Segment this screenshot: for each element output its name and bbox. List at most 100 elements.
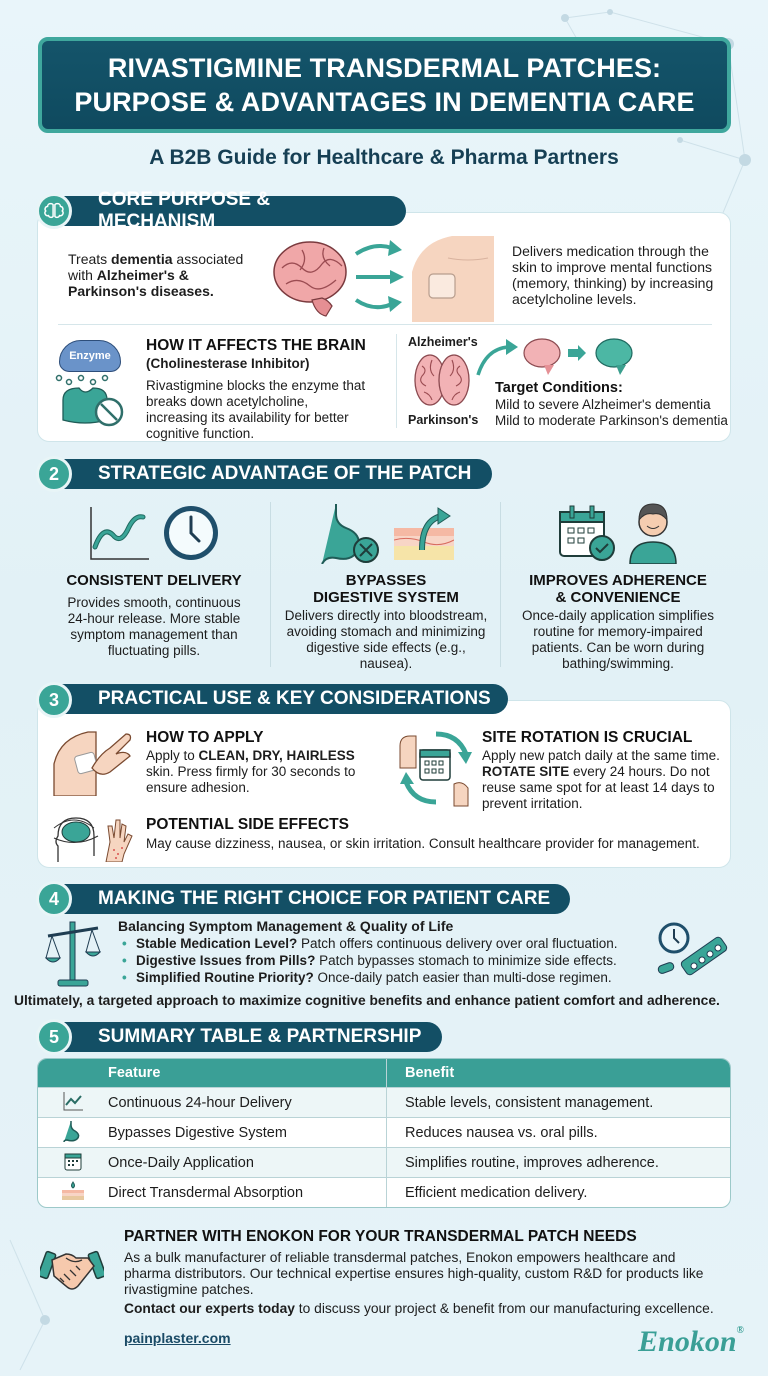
arrow-icon bbox=[354, 244, 393, 310]
rotation-bold: ROTATE SITE bbox=[482, 764, 570, 779]
choice-bullet-list: Stable Medication Level? Patch offers co… bbox=[118, 935, 638, 986]
advantage-consistent-delivery: CONSISTENT DELIVERY Provides smooth, con… bbox=[40, 500, 268, 659]
table-row: Bypasses Digestive System Reduces nausea… bbox=[38, 1117, 730, 1147]
brain-progression-icon bbox=[476, 338, 633, 376]
brain-effect-heading: HOW IT AFFECTS THE BRAIN bbox=[146, 337, 366, 354]
delivers-description: Delivers medication through the skin to … bbox=[512, 243, 714, 307]
bullet-3-text: Once-daily patch easier than multi-dose … bbox=[313, 970, 612, 985]
advantage-bypasses-digestive: BYPASSES DIGESTIVE SYSTEM Delivers direc… bbox=[272, 500, 500, 672]
logo-text: Enokon bbox=[638, 1325, 737, 1358]
bullet-2-text: Patch bypasses stomach to minimize side … bbox=[315, 953, 617, 968]
benefit-cell: Reduces nausea vs. oral pills. bbox=[386, 1117, 730, 1147]
apply-suffix: skin. Press firmly for 30 seconds to ens… bbox=[146, 764, 356, 795]
stomach-x-icon bbox=[321, 504, 379, 564]
calendar-check-icon bbox=[559, 505, 615, 561]
enzyme-inhibitor-icon: Enzyme bbox=[55, 338, 135, 430]
side-effects-text: May cause dizziness, nausea, or skin irr… bbox=[146, 836, 700, 851]
site-rotation-icon bbox=[399, 731, 472, 807]
how-to-apply-text: Apply to CLEAN, DRY, HAIRLESS skin. Pres… bbox=[146, 748, 366, 796]
benefit-cell: Simplifies routine, improves adherence. bbox=[386, 1147, 730, 1177]
summary-table: Feature Benefit Continuous 24-hour Deliv… bbox=[37, 1058, 731, 1208]
advantage-adherence: IMPROVES ADHERENCE & CONVENIENCE Once-da… bbox=[504, 500, 732, 672]
page-title-line-1: RIVASTIGMINE TRANSDERMAL PATCHES: bbox=[107, 53, 662, 83]
handshake-icon bbox=[40, 1250, 104, 1290]
section-5-title: SUMMARY TABLE & PARTNERSHIP bbox=[98, 1026, 422, 1047]
partner-cta: Contact our experts today to discuss you… bbox=[124, 1301, 754, 1317]
table-row: Continuous 24-hour Delivery Stable level… bbox=[38, 1087, 730, 1117]
partner-cta-bold: Contact our experts today bbox=[124, 1301, 295, 1316]
section-3-badge: 3 bbox=[36, 682, 72, 718]
page-title-line-2: PURPOSE & ADVANTAGES IN DEMENTIA CARE bbox=[74, 87, 695, 117]
treats-bold-diseases: Alzheimer's & Parkinson's diseases. bbox=[68, 267, 214, 299]
clock-icon bbox=[164, 506, 218, 560]
logo-registered-mark: ® bbox=[736, 1325, 744, 1336]
brain-icon bbox=[273, 241, 347, 317]
section-practical-use-card bbox=[37, 700, 731, 868]
side-effects-dizzy-head-icon bbox=[53, 817, 133, 862]
brain-to-patch-illustration bbox=[273, 236, 494, 322]
adherence-text: Once-daily application simplifies routin… bbox=[521, 608, 715, 671]
table-icon-cell bbox=[38, 1147, 108, 1177]
consistent-delivery-text: Provides smooth, continuous 24-hour rele… bbox=[67, 595, 241, 658]
table-icon-cell bbox=[38, 1087, 108, 1117]
section-1-title: CORE PURPOSE & MECHANISM bbox=[98, 189, 271, 232]
target-condition-alzheimers: Mild to severe Alzheimer's dementia bbox=[495, 397, 711, 412]
bullet-2-bold: Digestive Issues from Pills? bbox=[136, 953, 316, 968]
website-link[interactable]: painplaster.com bbox=[124, 1330, 231, 1346]
label-alzheimers: Alzheimer's bbox=[408, 335, 478, 349]
bullet-1-bold: Stable Medication Level? bbox=[136, 936, 298, 951]
choice-conclusion: Ultimately, a targeted approach to maxim… bbox=[14, 993, 720, 1008]
rotation-suffix: every 24 hours. Do not reuse same spot f… bbox=[482, 764, 715, 811]
treats-description: Treats dementia associated with Alzheime… bbox=[68, 251, 268, 299]
line-chart-icon bbox=[90, 507, 149, 560]
section-5-badge: 5 bbox=[36, 1019, 72, 1055]
page-title-banner: RIVASTIGMINE TRANSDERMAL PATCHES: PURPOS… bbox=[38, 37, 731, 133]
site-rotation-heading: SITE ROTATION IS CRUCIAL bbox=[482, 729, 693, 746]
clock-and-pills-icon bbox=[657, 922, 728, 976]
consistent-delivery-heading: CONSISTENT DELIVERY bbox=[66, 572, 242, 589]
feature-cell: Direct Transdermal Absorption bbox=[108, 1177, 386, 1207]
bullet-digestive-issues: Digestive Issues from Pills? Patch bypas… bbox=[118, 952, 638, 969]
shoulder-patch-icon bbox=[412, 236, 494, 322]
section-1-vertical-divider bbox=[396, 334, 397, 428]
bullet-simplified-routine: Simplified Routine Priority? Once-daily … bbox=[118, 969, 638, 986]
bypasses-digestive-heading: BYPASSES DIGESTIVE SYSTEM bbox=[313, 572, 459, 606]
enzyme-label: Enzyme bbox=[69, 350, 111, 362]
partner-heading: PARTNER WITH ENOKON FOR YOUR TRANSDERMAL… bbox=[124, 1228, 637, 1245]
header-icon-cell bbox=[38, 1059, 108, 1087]
patient-icon bbox=[629, 503, 677, 564]
benefit-cell: Stable levels, consistent management. bbox=[386, 1087, 730, 1117]
advantage-divider-1 bbox=[270, 502, 271, 667]
target-conditions-heading: Target Conditions: bbox=[495, 380, 623, 396]
apply-prefix: Apply to bbox=[146, 748, 199, 763]
header-feature: Feature bbox=[108, 1059, 386, 1087]
section-1-divider bbox=[58, 324, 712, 325]
section-2-header: STRATEGIC ADVANTAGE OF THE PATCH bbox=[50, 459, 492, 489]
section-4-badge: 4 bbox=[36, 881, 72, 917]
site-rotation-line1: Apply new patch daily at the same time. bbox=[482, 748, 720, 763]
page-subtitle: A B2B Guide for Healthcare & Pharma Part… bbox=[149, 146, 619, 169]
section-1-header: CORE PURPOSE & MECHANISM bbox=[50, 189, 406, 232]
section-3-header: PRACTICAL USE & KEY CONSIDERATIONS bbox=[50, 684, 508, 714]
enzyme-label-bubble: Enzyme bbox=[59, 340, 121, 372]
skin-layer-icon bbox=[62, 1180, 84, 1200]
section-4-title: MAKING THE RIGHT CHOICE FOR PATIENT CARE bbox=[98, 888, 551, 909]
apply-patch-shoulder-icon bbox=[53, 731, 132, 796]
section-5-header: SUMMARY TABLE & PARTNERSHIP bbox=[50, 1022, 442, 1052]
section-2-badge: 2 bbox=[36, 456, 72, 492]
treats-bold-dementia: dementia bbox=[111, 251, 173, 267]
treats-mid: associated with bbox=[68, 251, 244, 283]
brain-effect-subheading: (Cholinesterase Inhibitor) bbox=[146, 356, 310, 371]
summary-table-header-row: Feature Benefit bbox=[38, 1059, 730, 1087]
table-row: Once-Daily Application Simplifies routin… bbox=[38, 1147, 730, 1177]
apply-bold: CLEAN, DRY, HAIRLESS bbox=[198, 748, 355, 763]
enokon-logo: Enokon® bbox=[638, 1325, 744, 1359]
advantage-divider-2 bbox=[500, 502, 501, 667]
benefit-cell: Efficient medication delivery. bbox=[386, 1177, 730, 1207]
table-icon-cell bbox=[38, 1177, 108, 1207]
adherence-heading: IMPROVES ADHERENCE & CONVENIENCE bbox=[529, 572, 707, 606]
feature-cell: Continuous 24-hour Delivery bbox=[108, 1087, 386, 1117]
section-3-title: PRACTICAL USE & KEY CONSIDERATIONS bbox=[98, 688, 491, 709]
bypasses-digestive-text: Delivers directly into bloodstream, avoi… bbox=[284, 608, 488, 671]
partner-cta-text: to discuss your project & benefit from o… bbox=[294, 1301, 714, 1316]
